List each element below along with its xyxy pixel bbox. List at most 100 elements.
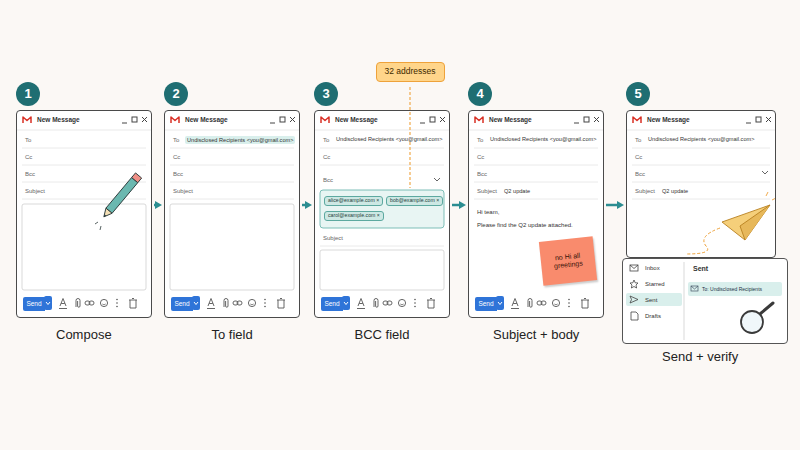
field-label: Subject <box>635 188 655 195</box>
paper-plane <box>686 228 720 254</box>
sidebar-ground <box>622 258 788 344</box>
pencil <box>132 173 142 183</box>
flow-arrow <box>154 201 162 209</box>
window-grounds <box>16 110 776 318</box>
compose-window: New Messageno Hi all greetingsSendToUndi… <box>468 110 604 318</box>
step-caption: Send + verify <box>662 350 738 365</box>
toolbars <box>342 296 435 310</box>
node-text: 2 <box>172 87 179 102</box>
field-lines <box>474 148 598 149</box>
field-value: Undisclosed Recipients <you@gmail.com> <box>185 136 295 144</box>
title-separators <box>16 130 776 131</box>
title-separators <box>626 130 776 131</box>
title-icons <box>321 117 329 123</box>
node-text: Send <box>478 300 493 307</box>
paper-plane <box>686 192 776 254</box>
field-label: Subject <box>477 188 497 195</box>
toolbars <box>192 296 285 310</box>
title-separators <box>164 130 300 131</box>
title-icons <box>23 117 31 123</box>
field-lines <box>320 148 444 149</box>
address-chip: alice@example.com × <box>324 196 383 206</box>
title-icons <box>23 117 771 123</box>
title-icons <box>746 117 771 123</box>
body-boxes <box>170 204 294 290</box>
paper-plane <box>766 192 776 200</box>
step-caption: To field <box>212 328 253 343</box>
pencil <box>101 173 142 220</box>
title-icons <box>171 117 179 123</box>
field-label: Bcc <box>173 171 183 178</box>
compose-window: New MessageSendToCcBccSubject <box>16 110 152 318</box>
window-grounds <box>314 110 450 318</box>
field-lines <box>320 165 444 166</box>
node-text: New Message <box>489 116 532 123</box>
node-text-1: Starred <box>645 281 665 288</box>
pencil-sparks <box>95 222 101 230</box>
paper-plane <box>740 205 770 240</box>
field-lines <box>22 148 770 246</box>
magnifier <box>741 303 773 333</box>
node-text: 1 <box>24 87 31 102</box>
toolbars <box>496 296 589 310</box>
send-button: Send <box>475 297 497 311</box>
pencil <box>103 214 106 217</box>
window-grounds <box>626 110 776 258</box>
node-text: New Message <box>37 116 80 123</box>
node-text-3: Drafts <box>645 313 661 320</box>
body-boxes <box>320 250 444 290</box>
node-text: 4 <box>476 87 483 102</box>
field-lines <box>22 165 146 166</box>
sidebar-ground <box>688 282 782 296</box>
node-text: alice@example.com × <box>328 198 379 204</box>
title-icons <box>122 117 147 123</box>
field-lines <box>632 165 770 166</box>
field-lines <box>632 148 770 149</box>
step-number: 4 <box>468 82 492 106</box>
field-value: Undisclosed Recipients <you@gmail.com> <box>335 136 443 142</box>
pencil-sparks <box>95 222 98 224</box>
node-text: To: Undisclosed Recipients <box>702 287 762 293</box>
field-lines <box>320 246 444 247</box>
bcc-chevrons <box>434 171 768 181</box>
node-text: Send <box>26 300 41 307</box>
field-label: Bcc <box>635 171 645 178</box>
field-label: To <box>25 137 31 144</box>
pencil <box>106 178 138 214</box>
field-label: Cc <box>25 154 32 161</box>
field-lines <box>474 199 598 200</box>
paper-plane <box>722 205 770 240</box>
node-text: bob@example.com × <box>390 198 439 204</box>
field-value: Q2 update <box>503 188 531 194</box>
sidebar-ground <box>684 262 685 340</box>
node-text: carol@example.com × <box>328 213 380 219</box>
title-icons <box>633 117 641 123</box>
send-button: Send <box>171 297 193 311</box>
title-icons <box>270 117 295 123</box>
field-value: Q2 update <box>661 188 689 194</box>
pencil-sparks <box>100 226 101 230</box>
title-separators <box>314 130 450 131</box>
window-grounds <box>164 110 300 318</box>
step-caption: BCC field <box>355 328 410 343</box>
field-value: Undisclosed Recipients <you@gmail.com> <box>489 136 597 142</box>
body-text: Hi team, <box>477 209 499 216</box>
field-lines <box>474 182 598 183</box>
field-lines <box>632 199 770 200</box>
field-lines <box>170 182 294 183</box>
step-number: 3 <box>314 82 338 106</box>
sidebar-ground <box>691 286 698 289</box>
sidebar-icons <box>631 312 638 320</box>
mail-sidebar: InboxStarredSentDraftsSentTo: Undisclose… <box>622 258 788 344</box>
field-label: Cc <box>173 154 180 161</box>
field-label: To <box>477 137 483 144</box>
sidebar-icons <box>630 265 638 271</box>
node-text: 5 <box>634 87 641 102</box>
field-label: Cc <box>635 154 642 161</box>
title-icons <box>574 117 599 123</box>
field-lines <box>22 199 146 200</box>
address-chip: carol@example.com × <box>324 211 384 221</box>
body-boxes <box>22 204 146 290</box>
pencil <box>101 208 112 219</box>
node-text-4: Sent <box>693 265 708 273</box>
